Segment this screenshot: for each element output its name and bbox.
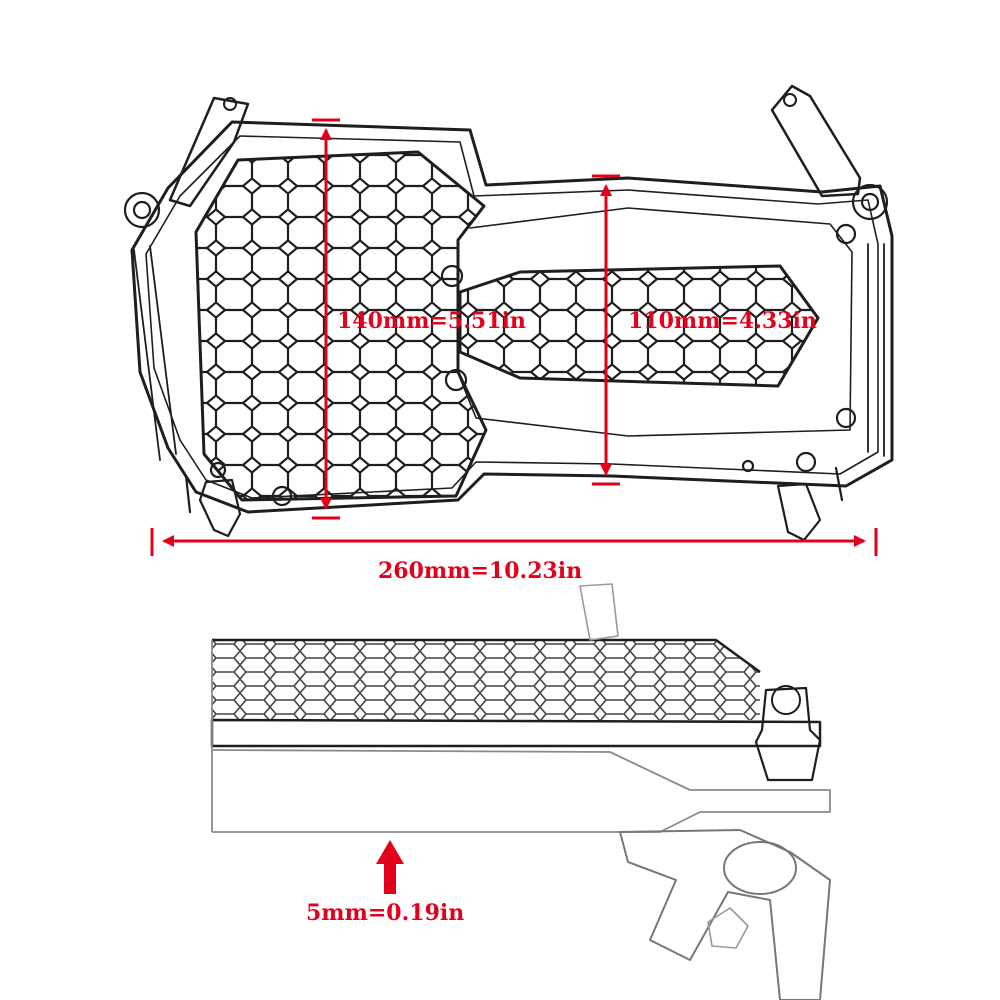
fastener-bolts bbox=[123, 183, 889, 542]
thickness-arrow bbox=[376, 840, 404, 894]
thickness-label: 5mm=0.19in bbox=[306, 900, 465, 926]
inner-height-label: 110mm=4.33in bbox=[628, 308, 817, 334]
dimension-lines bbox=[150, 118, 878, 556]
grille-front-view bbox=[123, 84, 894, 542]
total-width-label: 260mm=10.23in bbox=[378, 558, 583, 584]
grille-height-label: 140mm=5.51in bbox=[337, 308, 526, 334]
grille-side-view bbox=[210, 583, 831, 1000]
outer-frame bbox=[130, 120, 894, 514]
